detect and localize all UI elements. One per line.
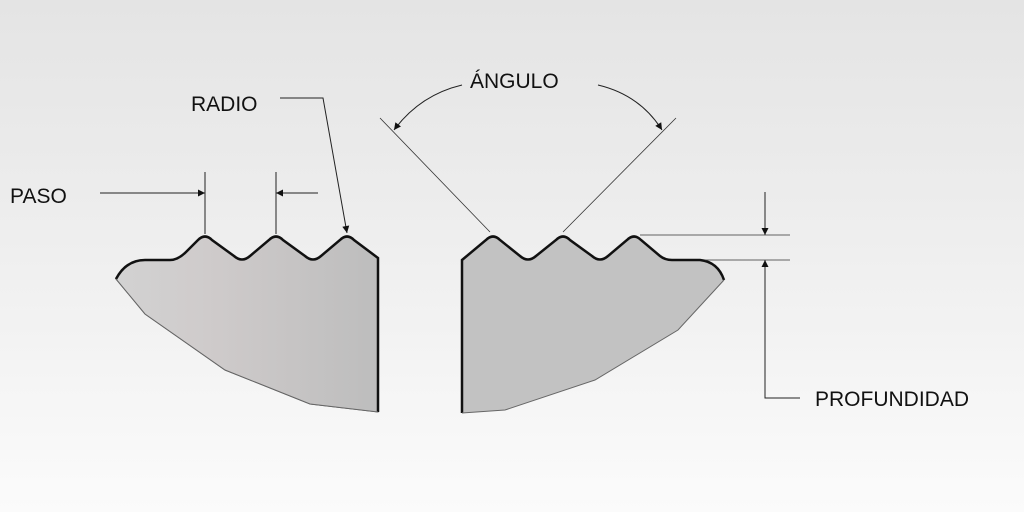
radius-dimension: RADIO [191,93,350,234]
pitch-dimension: PASO [10,172,318,234]
depth-dimension: PROFUNDIDAD [640,192,969,411]
angle-label: ÁNGULO [470,70,559,93]
depth-label: PROFUNDIDAD [815,388,969,411]
left-thread-section [114,235,380,413]
angle-dimension: ÁNGULO [379,70,677,233]
pitch-label: PASO [10,185,67,208]
radius-label: RADIO [191,93,258,116]
right-thread-section [460,235,726,414]
